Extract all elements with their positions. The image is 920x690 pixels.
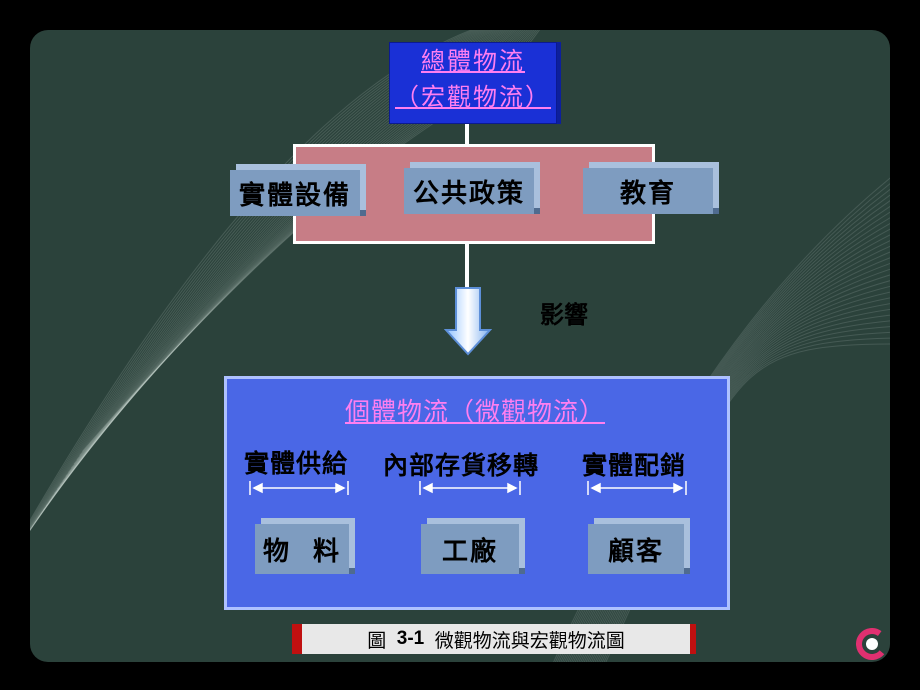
influence-label: 影響 — [540, 300, 588, 329]
down-arrow-icon — [444, 287, 492, 356]
macro-logistics-box: 總體物流 （宏觀物流） — [389, 42, 557, 124]
flow-physical-distribution: 實體配銷 — [582, 451, 687, 480]
c-logo-icon[interactable] — [856, 628, 888, 660]
education-box: 教育 — [583, 168, 713, 214]
factory-box: 工廠 — [421, 524, 519, 574]
physical-equipment-label: 實體設備 — [238, 180, 351, 211]
micro-logistics-title: 個體物流（微觀物流） — [345, 397, 606, 426]
materials-label: 物 料 — [262, 536, 342, 567]
caption-fig: 圖 — [367, 630, 387, 652]
caption-number: 3-1 — [396, 628, 425, 649]
span-arrows — [249, 481, 687, 495]
flow-internal-transfer: 內部存貨移轉 — [383, 451, 540, 480]
caption-text: 微觀物流與宏觀物流圖 — [434, 630, 625, 652]
materials-box: 物 料 — [255, 524, 349, 574]
physical-equipment-box: 實體設備 — [230, 170, 360, 216]
figure-caption: 圖 3-1 微觀物流與宏觀物流圖 — [292, 624, 696, 654]
flow-physical-supply: 實體供給 — [244, 449, 349, 478]
customer-box: 顧客 — [588, 524, 684, 574]
public-policy-label: 公共政策 — [412, 178, 525, 209]
macro-title-line1: 總體物流 — [421, 47, 525, 75]
customer-label: 顧客 — [607, 536, 664, 567]
education-label: 教育 — [619, 178, 676, 209]
macro-title-line2: （宏觀物流） — [395, 83, 551, 111]
public-policy-box: 公共政策 — [404, 168, 534, 214]
factory-label: 工廠 — [441, 536, 498, 567]
